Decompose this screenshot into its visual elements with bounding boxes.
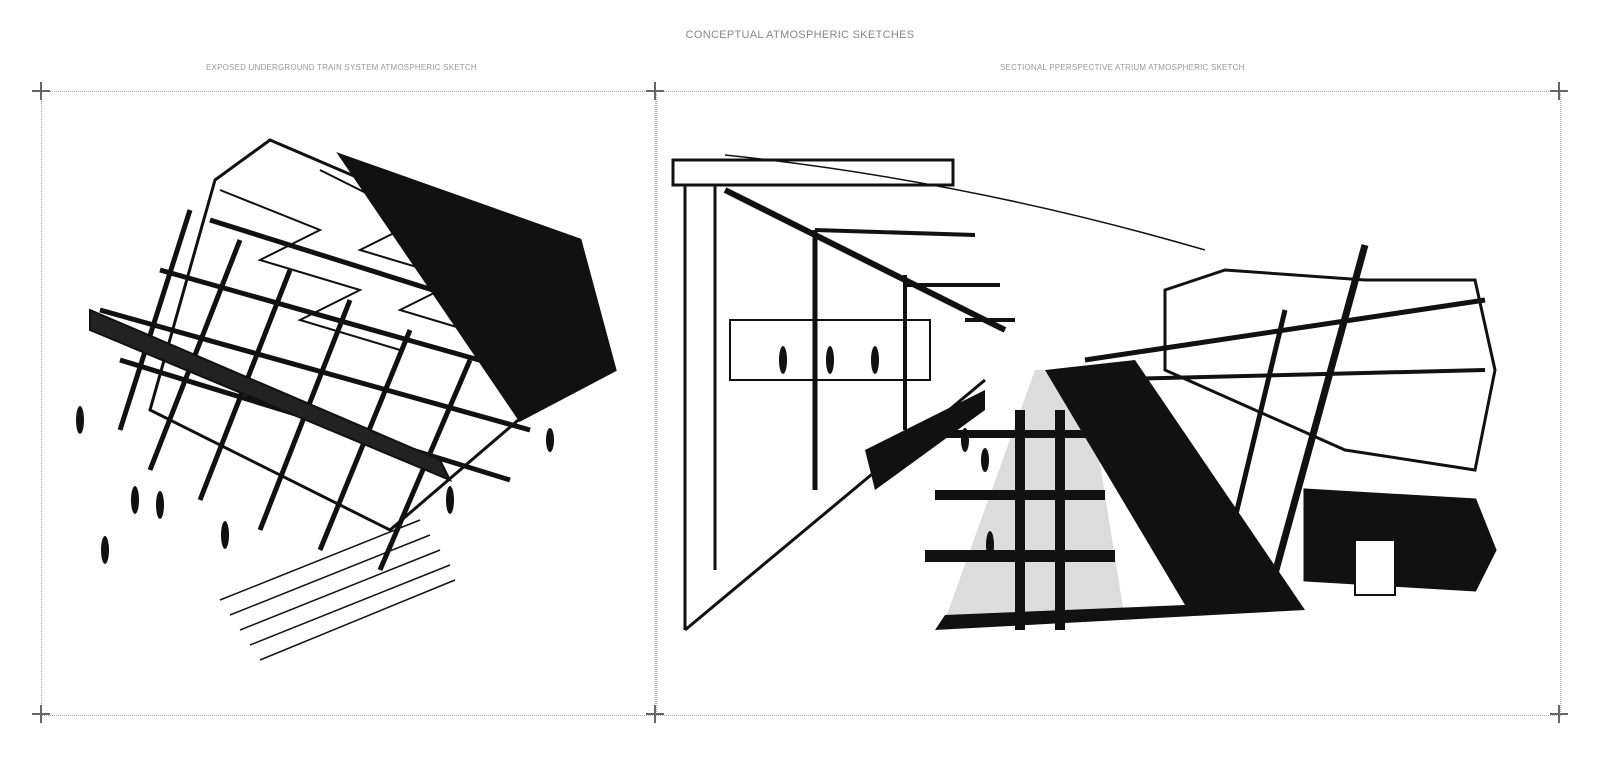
frame-left [41,91,657,716]
crosshair-mark [1550,705,1568,723]
crosshair-mark [1550,82,1568,100]
crosshair-mark [32,705,50,723]
crosshair-mark [32,82,50,100]
panel-caption-right: SECTIONAL PPERSPECTIVE ATRIUM ATMOSPHERI… [1000,63,1245,72]
crosshair-mark [646,82,664,100]
frame-right [655,91,1561,716]
train-system-sketch [76,138,617,661]
crosshair-mark [646,705,664,723]
atrium-sketch [671,154,1497,632]
board-title: CONCEPTUAL ATMOSPHERIC SKETCHES [685,29,915,41]
panel-caption-left: EXPOSED UNDERGROUND TRAIN SYSTEM ATMOSPH… [206,63,477,72]
